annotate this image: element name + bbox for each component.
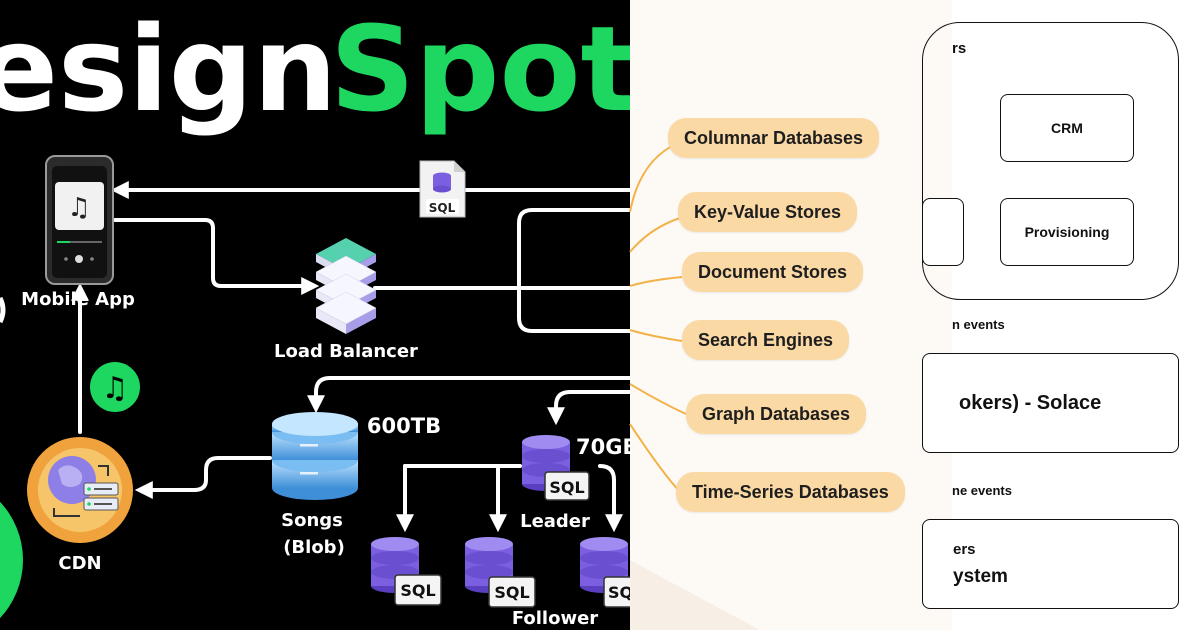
consumers-group-box — [922, 22, 1179, 300]
load-balancer-icon — [315, 238, 377, 334]
green-circle-decoration — [0, 501, 23, 619]
group-title-fragment: rs — [952, 40, 967, 57]
crm-box: CRM — [1000, 94, 1134, 162]
lb-branch-lines — [517, 208, 632, 333]
leader-db-icon — [522, 435, 590, 501]
system-line-1: ers — [953, 540, 976, 558]
load-balancer-label: Load Balancer — [274, 341, 418, 362]
follower-label: Follower — [512, 608, 598, 629]
spotify-diagram: esign Spot ♫ — [0, 0, 651, 629]
database-types-panel: Columnar Databases Key-Value Stores Docu… — [629, 0, 952, 630]
cdn-globe-icon — [27, 437, 133, 543]
leader-size-label: 70GB — [576, 435, 638, 459]
arrow-mobile-to-lb — [113, 218, 320, 295]
system-box: ers ystem — [922, 519, 1179, 609]
follower-db-icon-2 — [465, 537, 536, 608]
pill-document-stores: Document Stores — [682, 252, 864, 292]
follower-2-sql-label: SQL — [494, 583, 529, 602]
sql-doc-label: SQL — [429, 201, 456, 215]
songs-size-label: 600TB — [367, 414, 441, 438]
arrow-songs-to-cdn — [134, 456, 272, 499]
events-label-1: n events — [952, 317, 1005, 332]
songs-blob-icon — [272, 412, 358, 500]
cutoff-mark — [0, 296, 6, 324]
crm-label: CRM — [1051, 120, 1083, 136]
arrow-to-songs — [307, 376, 632, 414]
solace-label: okers) - Solace — [959, 391, 1102, 414]
svg-text:♫: ♫ — [102, 371, 129, 406]
music-note-badge: ♫ — [90, 362, 140, 412]
songs-sub-label: (Blob) — [283, 537, 345, 558]
svg-text:♫: ♫ — [67, 193, 90, 223]
title-white-text: esign — [0, 0, 337, 138]
follower-db-icon-3 — [580, 537, 651, 608]
corner-shape — [630, 560, 760, 630]
system-line-2: ystem — [953, 565, 1008, 587]
provisioning-box: Provisioning — [1000, 198, 1134, 266]
database-connector-lines — [629, 142, 760, 630]
provisioning-label: Provisioning — [1024, 224, 1110, 240]
broker-box: okers) - Solace — [922, 353, 1179, 453]
pill-key-value-stores: Key-Value Stores — [678, 192, 858, 232]
arrow-to-follower-3 — [598, 464, 623, 533]
cdn-label: CDN — [58, 553, 101, 574]
pill-search-engines: Search Engines — [682, 320, 850, 360]
arrow-to-leader — [547, 390, 632, 426]
events-label-2: ne events — [952, 483, 1012, 498]
leader-sql-label: SQL — [549, 478, 584, 497]
connectors — [71, 181, 632, 533]
sql-document-icon — [419, 160, 466, 218]
cropped-box — [922, 198, 964, 266]
title-green-text: Spot — [330, 0, 637, 138]
leader-label: Leader — [520, 511, 590, 532]
pill-time-series-databases: Time-Series Databases — [676, 472, 905, 512]
pill-graph-databases: Graph Databases — [686, 394, 867, 434]
follower-db-icon-1 — [371, 537, 442, 606]
mobile-app-icon: ♫ — [45, 155, 114, 285]
spotify-design-panel: esign Spot ♫ — [0, 0, 651, 630]
pill-columnar-databases: Columnar Databases — [668, 118, 880, 158]
mobile-app-label: Mobile App — [21, 289, 135, 310]
songs-label: Songs — [281, 510, 343, 531]
event-architecture-panel: rs CRM Provisioning n events okers) - So… — [922, 0, 1200, 630]
follower-3-sql-label: SQ — [608, 583, 633, 602]
follower-1-sql-label: SQL — [400, 581, 435, 600]
